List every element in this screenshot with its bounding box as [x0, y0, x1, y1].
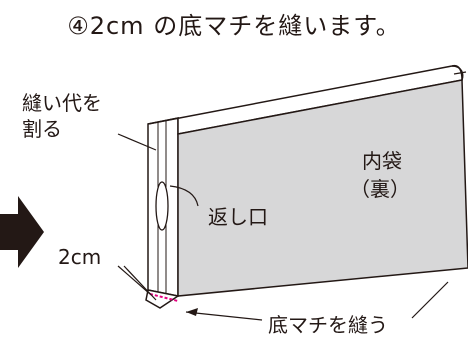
sew-gusset-leader	[185, 311, 263, 321]
return-opening-leader	[169, 185, 199, 207]
seam-allowance-label-2: 割る	[22, 117, 62, 141]
gusset-leader	[123, 265, 157, 301]
inner-bag-label-1: 内袋	[362, 149, 402, 173]
return-opening	[155, 181, 169, 231]
gusset-leader	[117, 265, 151, 295]
gusset-size-label: 2cm	[58, 245, 102, 269]
right-arrow-icon	[0, 196, 44, 268]
sew-gusset-leader-right	[411, 281, 449, 319]
bag-face	[177, 79, 468, 297]
seam-allowance-leader	[117, 133, 157, 151]
inner-bag-label-2: （裏）	[350, 177, 410, 201]
step-title: ④2cm の底マチを縫います。	[67, 12, 401, 40]
arrowhead-icon	[186, 308, 198, 316]
return-opening-label: 返し口	[208, 205, 268, 229]
sew-gusset-label: 底マチを縫う	[268, 313, 388, 337]
gusset-triangle	[145, 289, 180, 309]
seam-allowance-label-1: 縫い代を	[22, 91, 102, 115]
